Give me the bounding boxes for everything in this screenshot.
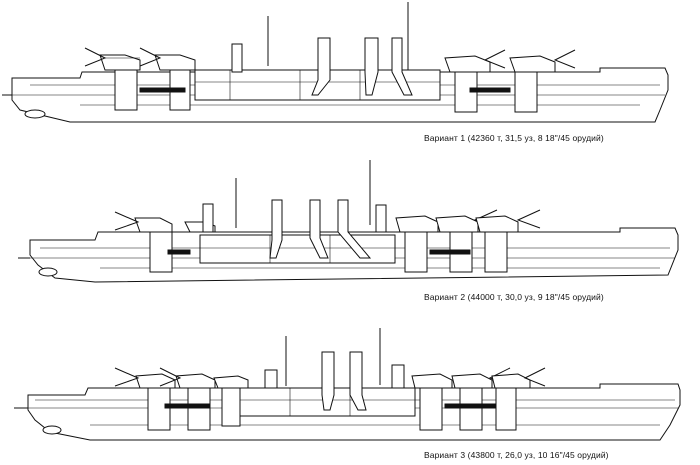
turret-c — [395, 215, 439, 273]
funnels — [311, 37, 413, 96]
ship-profile-variant-2 — [18, 160, 679, 283]
hull-outline — [29, 227, 679, 283]
superstructure — [224, 387, 416, 417]
foremast — [231, 43, 243, 73]
turret-d — [509, 49, 576, 113]
turret-b — [184, 203, 216, 233]
turret-a — [114, 367, 176, 431]
ship-profile-variant-1 — [2, 2, 669, 123]
turret-d — [411, 373, 453, 431]
turret-c — [213, 375, 249, 427]
turret-a — [114, 211, 173, 273]
turret-b — [139, 47, 196, 111]
turret-f — [491, 367, 546, 431]
superstructure — [199, 234, 396, 264]
turret-b — [159, 367, 216, 431]
turret-e — [451, 367, 511, 431]
funnels — [269, 199, 372, 259]
variant-3-caption: Вариант 3 (43800 т, 26,0 уз, 10 16"/45 о… — [424, 450, 609, 460]
turret-e — [475, 209, 541, 273]
bow-detail — [38, 267, 58, 277]
variant-2-caption: Вариант 2 (44000 т, 30,0 уз, 9 18"/45 ор… — [424, 292, 604, 302]
bow-detail — [42, 425, 62, 435]
ship-profile-variant-3 — [14, 328, 681, 441]
funnels — [321, 351, 367, 411]
variant-1-caption: Вариант 1 (42360 т, 31,5 уз, 8 18"/45 ор… — [424, 133, 604, 143]
turret-a — [84, 47, 141, 111]
bow-detail — [24, 109, 46, 119]
turret-c — [444, 49, 506, 113]
